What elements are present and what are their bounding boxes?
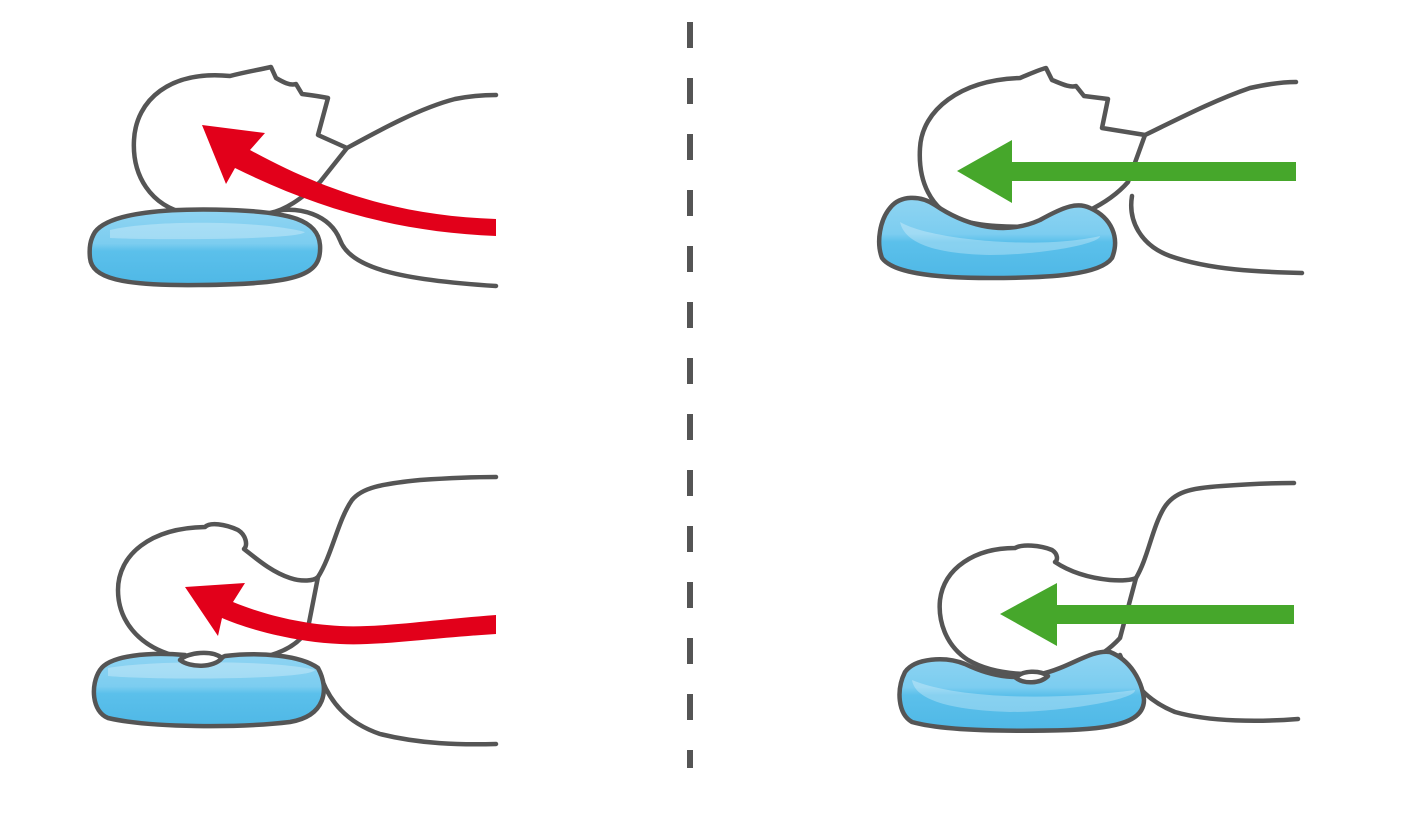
back-outline: [267, 207, 499, 289]
panel-top-right: [877, 65, 1305, 281]
ear-contact: [1013, 669, 1051, 685]
head-outline: [917, 65, 1148, 229]
back-outline: [1129, 193, 1305, 276]
panel-bottom-right: [897, 480, 1301, 733]
panel-bottom-left: [91, 474, 499, 747]
flat-pillow: [87, 207, 323, 288]
back-outline: [1117, 652, 1301, 723]
shoulder-outline: [315, 474, 499, 580]
torso-outline: [344, 92, 499, 151]
torso-outline: [1142, 79, 1299, 138]
curved-arrow-bad: [202, 125, 496, 236]
back-outline: [319, 677, 499, 747]
curved-arrow-bad: [185, 583, 496, 645]
ear-contact: [177, 650, 225, 668]
shoulder-outline: [1133, 480, 1297, 581]
flat-pillow: [91, 650, 327, 729]
straight-arrow-good: [1000, 583, 1294, 646]
panel-top-left: [87, 64, 499, 289]
contoured-pillow: [877, 195, 1118, 281]
straight-arrow-good: [957, 140, 1296, 203]
contoured-pillow: [897, 649, 1147, 733]
